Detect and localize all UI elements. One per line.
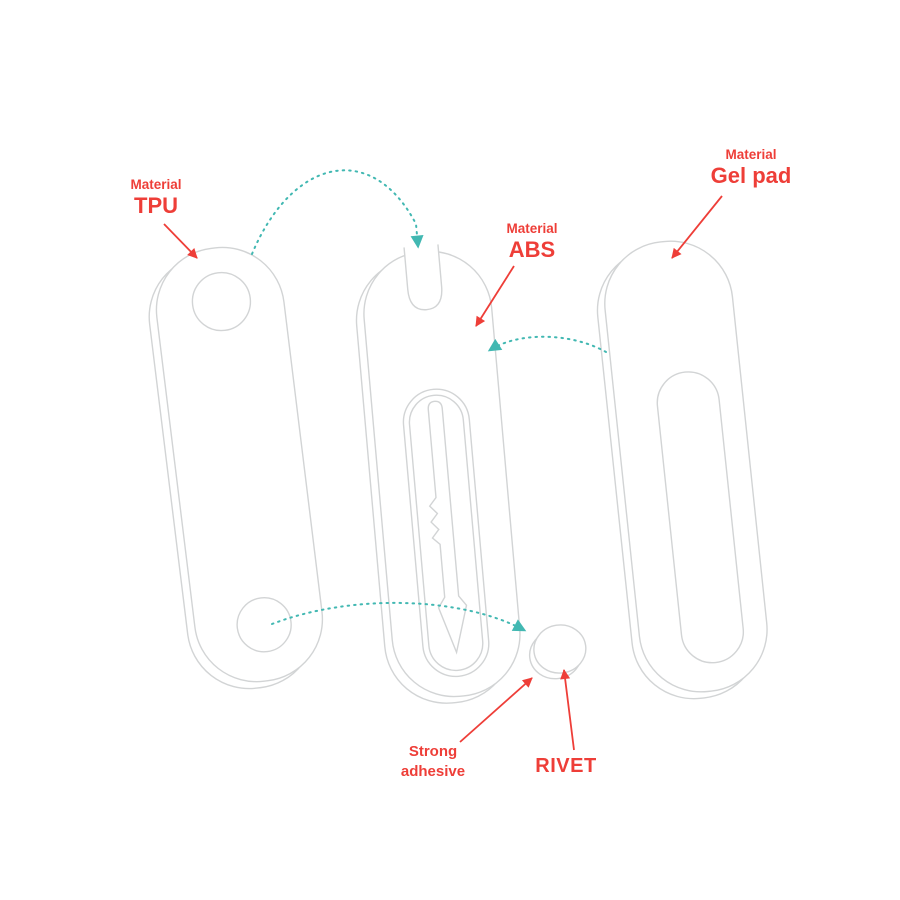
tpu-pointer-arrow [163, 223, 198, 259]
abs-body-top-notch [403, 244, 443, 311]
tpu-cover-hole-bottom [236, 597, 292, 653]
label-abs: Material ABS [486, 220, 578, 262]
tpu-cover-part [148, 246, 324, 690]
abs-body-part [355, 244, 521, 704]
assembly-arrows [251, 169, 607, 632]
abs-pointer-arrow [475, 265, 515, 327]
label-rivet-name: RIVET [535, 755, 597, 777]
assembly-arrow-cover-to-body [251, 169, 424, 255]
label-strong-adhesive-line1: Strong [408, 743, 458, 760]
rivet-pointer-arrow [560, 669, 575, 751]
label-tpu: Material TPU [110, 176, 202, 218]
abs-body-key-tool [427, 400, 468, 655]
label-tpu-name: TPU [134, 192, 178, 218]
tpu-cover-hole-top [191, 271, 252, 332]
gel-pad-part [596, 240, 768, 700]
tpu-cover-front-face [155, 246, 324, 683]
label-tpu-material: Material [130, 177, 182, 192]
rivet-part [528, 624, 587, 680]
label-gel-pad: Material Gel pad [696, 146, 806, 188]
label-abs-material: Material [506, 221, 558, 236]
label-strong-adhesive: Strong adhesive [388, 742, 478, 781]
label-gel-pad-name: Gel pad [710, 162, 792, 188]
assembly-arrow-hole-to-rivet [271, 601, 527, 632]
rivet-front-face [533, 624, 587, 674]
label-gel-pad-material: Material [725, 147, 777, 162]
assembly-arrow-gelpad-to-body [487, 335, 607, 353]
abs-body-slot-inner [408, 394, 484, 672]
label-rivet: RIVET [521, 753, 611, 779]
label-strong-adhesive-line2: adhesive [400, 762, 466, 780]
label-abs-name: ABS [508, 236, 556, 262]
adhesive-pointer-arrow [459, 677, 533, 743]
label-pointer-arrows [163, 195, 723, 751]
gel-pad-pointer-arrow [671, 195, 723, 259]
gel-pad-inner-pad [656, 371, 745, 664]
